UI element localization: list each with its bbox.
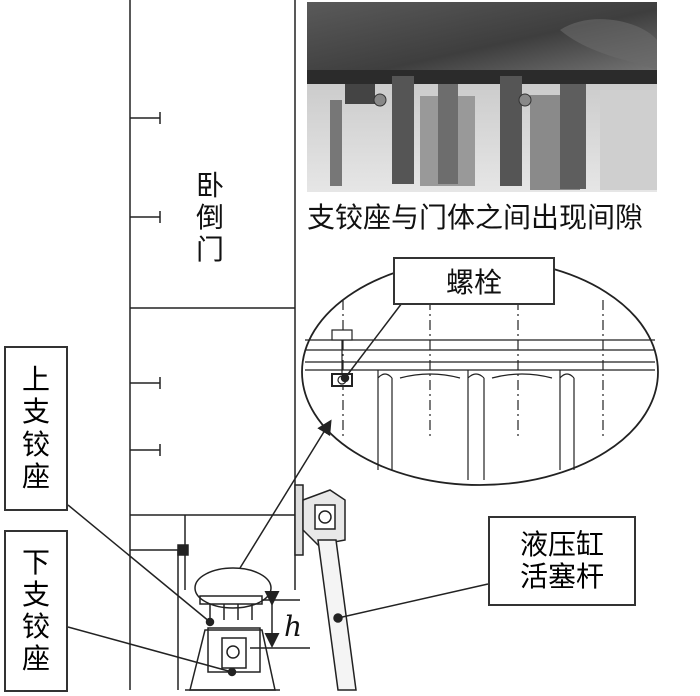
hydraulic-cylinder — [294, 484, 357, 691]
gap-caption: 支铰座与门体之间出现间隙 — [307, 201, 644, 234]
upper-hinge-char: 支 — [21, 395, 50, 429]
lower-hinge-char: 铰 — [21, 610, 50, 643]
cylinder-label-line2: 活塞杆 — [519, 560, 604, 593]
upper-hinge-char: 座 — [21, 459, 50, 493]
upper-hinge-char: 铰 — [21, 427, 50, 461]
door-label-char: 倒 — [195, 201, 224, 235]
upper-hinge-char: 上 — [21, 363, 50, 397]
cylinder-label-line1: 液压缸 — [519, 527, 604, 561]
gap-photo — [307, 2, 657, 192]
cylinder-label-box: 液压缸 活塞杆 — [488, 516, 636, 606]
h-dimension-label: h — [284, 610, 303, 643]
upper-hinge-label-box: 上 支 铰 座 — [4, 346, 68, 511]
door-label-char: 卧 — [195, 169, 224, 202]
bolt-detail-inner — [305, 300, 655, 480]
lower-hinge-label-box: 下 支 铰 座 — [4, 530, 68, 692]
callout-lines — [67, 302, 489, 677]
bolt-label-box: 螺栓 — [393, 257, 555, 305]
hinge-assembly — [130, 544, 310, 691]
door-label-char: 门 — [195, 233, 224, 267]
door-label: 卧 倒 门 — [190, 169, 230, 267]
bolt-label: 螺栓 — [445, 266, 502, 299]
lower-hinge-char: 支 — [21, 577, 50, 611]
lower-hinge-char: 座 — [21, 642, 50, 676]
lower-hinge-char: 下 — [21, 545, 50, 579]
